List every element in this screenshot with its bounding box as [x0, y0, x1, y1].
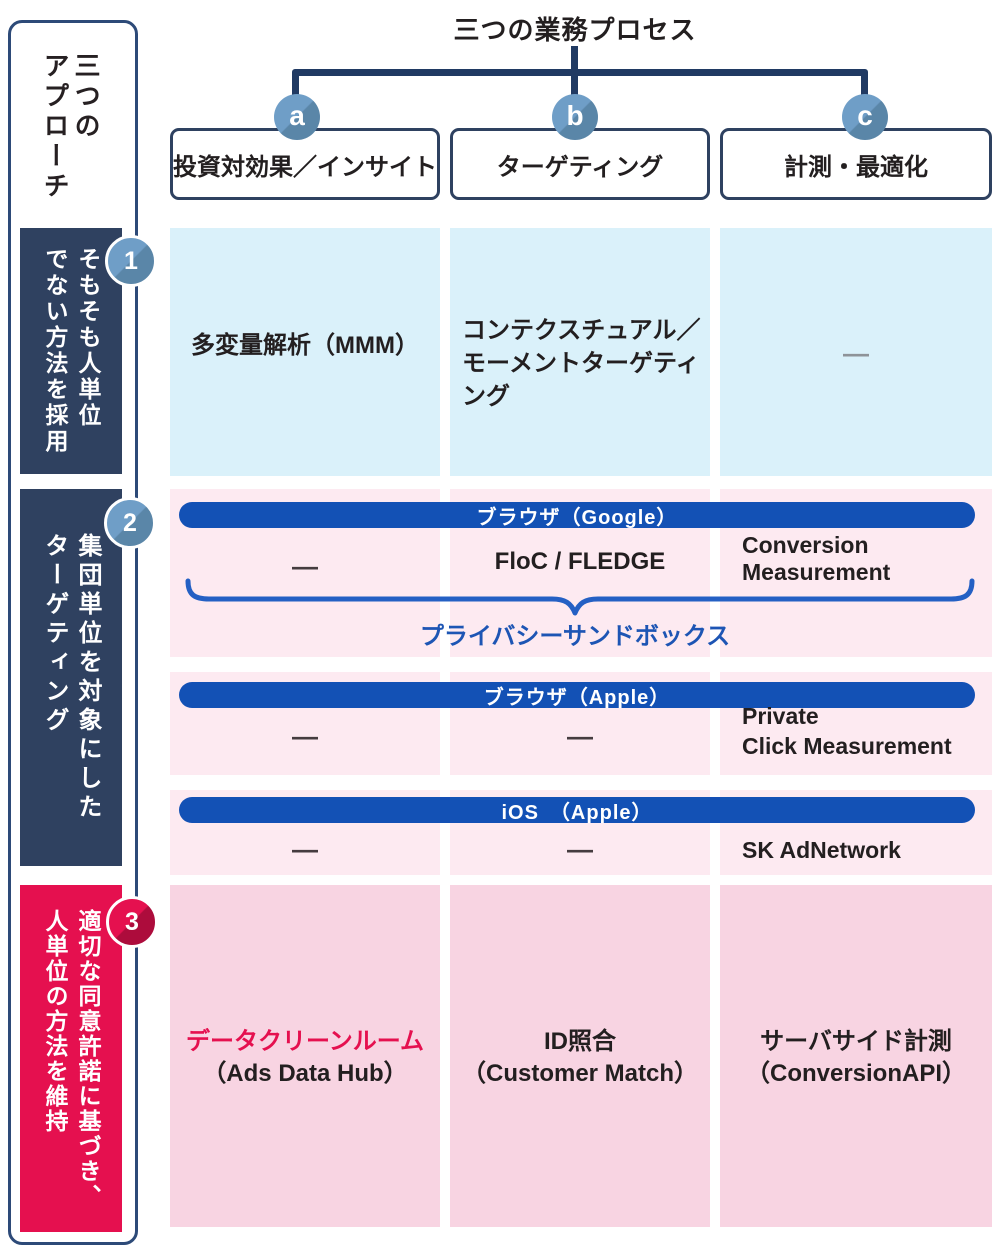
platform-bar-apple-browser: ブラウザ（Apple） — [179, 682, 975, 709]
cell-row3-a: データクリーンルーム （Ads Data Hub） — [170, 1026, 440, 1090]
connector-drop-c — [861, 72, 868, 104]
cell-row3-c: サーバサイド計測 （ConversionAPI） — [745, 1028, 967, 1087]
row-label-2: 集団単位を対象にした ターゲティング — [20, 489, 122, 866]
row-label-1: そもそも人単位 でない方法を採用 — [20, 228, 122, 474]
page-title: 三つの業務プロセス — [453, 15, 697, 45]
privacy-sandbox-brace — [185, 578, 975, 616]
column-header-c: 計測・最適化 — [720, 128, 992, 200]
cell-bg-row3-b — [450, 885, 710, 1227]
cell-google-c: Conversion Measurement — [742, 532, 891, 585]
cell-apple-a-dash: — — [292, 721, 318, 751]
approaches-title: 三つの アプローチ — [40, 52, 101, 202]
column-header-a: 投資対効果／インサイト — [170, 128, 440, 200]
platform-bar-google: ブラウザ（Google） — [179, 502, 975, 529]
cell-row3-a-subtitle: （Ads Data Hub） — [202, 1060, 408, 1087]
cell-google-b: FloC / FLEDGE — [494, 548, 666, 575]
cell-row1-a: 多変量解析（MMM） — [191, 332, 419, 359]
cell-ios-b-dash: — — [567, 834, 593, 864]
connector-horizontal-line — [292, 69, 868, 76]
cell-bg-row1-a — [170, 228, 440, 476]
cell-ios-a-dash: — — [292, 834, 318, 864]
row-number-badge-1: 1 — [105, 235, 157, 287]
cell-google-a-dash: — — [292, 551, 318, 581]
cell-bg-row3-a — [170, 885, 440, 1227]
platform-bar-ios: iOS （Apple） — [179, 797, 975, 824]
cell-row3-b: ID照合 （Customer Match） — [461, 1028, 699, 1087]
cell-bg-row1-b — [450, 228, 710, 476]
cell-row1-b: コンテクスチュアル／ モーメントターゲティング — [462, 317, 701, 410]
cell-apple-c: Private Click Measurement — [742, 703, 952, 759]
connector-drop-a — [292, 72, 299, 104]
process-badge-a: a — [274, 94, 320, 140]
process-badge-b: b — [552, 94, 598, 140]
row-number-badge-2: 2 — [104, 497, 156, 549]
cell-row3-a-title: データクリーンルーム — [185, 1028, 425, 1055]
privacy-sandbox-label: プライバシーサンドボックス — [419, 623, 731, 650]
connector-stem — [571, 46, 578, 74]
cell-ios-c: SK AdNetwork — [742, 837, 901, 863]
cell-bg-row3-c — [720, 885, 992, 1227]
cell-row1-c-dash: — — [843, 338, 869, 368]
row-number-badge-3: 3 — [106, 896, 158, 948]
row-label-3: 適切な同意許諾に基づき、 人単位の方法を維持 — [20, 885, 122, 1232]
process-badge-c: c — [842, 94, 888, 140]
cell-apple-b-dash: — — [567, 721, 593, 751]
cell-bg-row1-c — [720, 228, 992, 476]
